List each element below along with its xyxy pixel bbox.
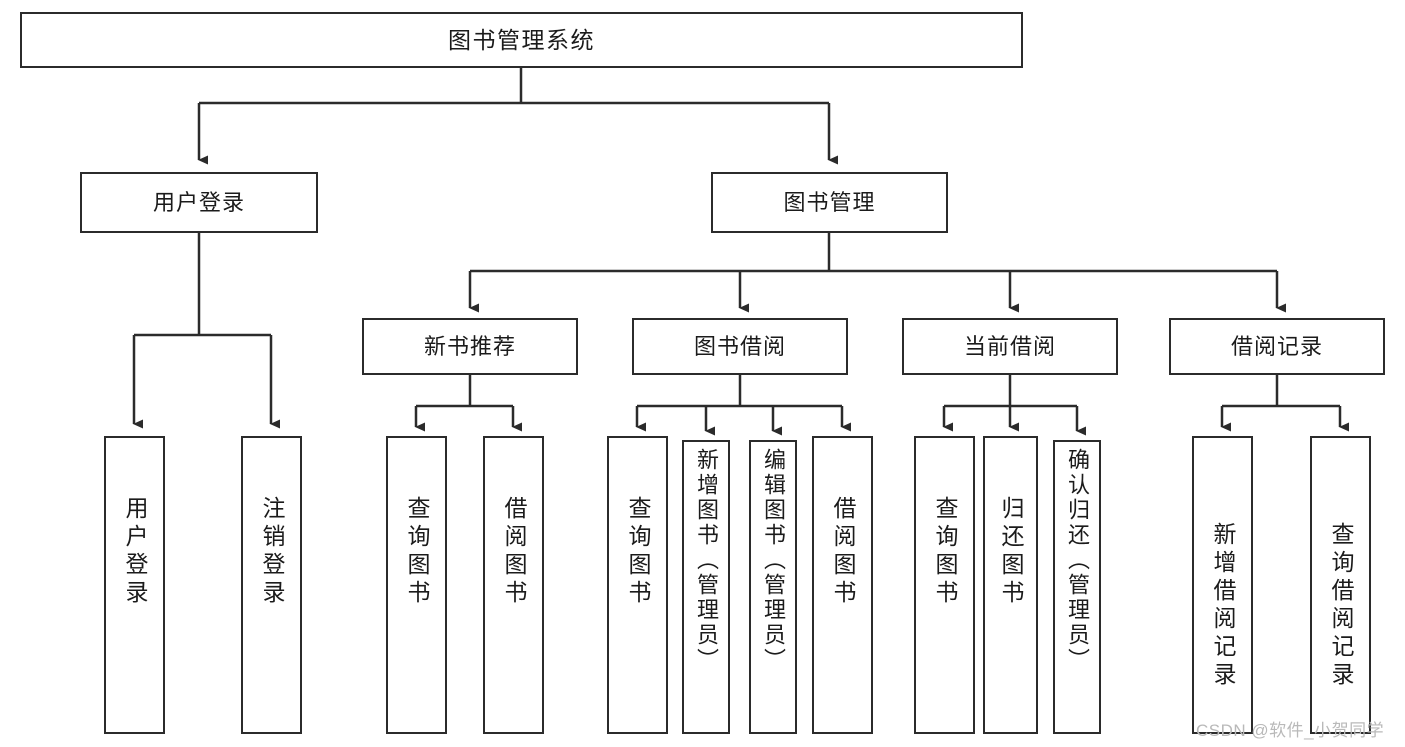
node-book-borrow[interactable]: 图书借阅 (632, 318, 848, 375)
node-label: 归还图书 (998, 496, 1024, 608)
node-label: 查询图书 (932, 496, 958, 608)
node-label: 查询借阅记录 (1328, 522, 1354, 690)
leaf-return-book[interactable]: 归还图书 (983, 436, 1038, 734)
node-book-management[interactable]: 图书管理 (711, 172, 948, 233)
node-label: 新增图书（管理员） (694, 448, 719, 673)
node-borrow-record[interactable]: 借阅记录 (1169, 318, 1385, 375)
node-user-login[interactable]: 用户登录 (80, 172, 318, 233)
leaf-logout[interactable]: 注销登录 (241, 436, 302, 734)
node-label: 新书推荐 (423, 333, 516, 359)
node-root-library-management-system[interactable]: 图书管理系统 (20, 12, 1023, 68)
leaf-add-book-admin[interactable]: 新增图书（管理员） (682, 440, 730, 734)
node-label: 借阅图书 (830, 496, 856, 608)
node-label: 借阅图书 (501, 496, 527, 608)
leaf-query-book-borrow[interactable]: 查询图书 (607, 436, 668, 734)
node-label: 图书管理系统 (448, 26, 595, 53)
node-current-borrow[interactable]: 当前借阅 (902, 318, 1118, 375)
node-label: 用户登录 (122, 496, 148, 608)
node-label: 编辑图书（管理员） (761, 448, 786, 673)
node-label: 图书借阅 (693, 333, 786, 359)
node-label: 借阅记录 (1230, 333, 1323, 359)
leaf-query-book-current[interactable]: 查询图书 (914, 436, 975, 734)
node-label: 查询图书 (404, 496, 430, 608)
node-label: 新增借阅记录 (1210, 522, 1236, 690)
leaf-query-borrow-record[interactable]: 查询借阅记录 (1310, 436, 1371, 734)
node-label: 图书管理 (783, 189, 876, 215)
leaf-confirm-return-admin[interactable]: 确认归还（管理员） (1053, 440, 1101, 734)
node-label: 用户登录 (152, 189, 245, 215)
watermark-text: CSDN @软件_小贺同学 (1196, 721, 1385, 740)
leaf-borrow-book-recommend[interactable]: 借阅图书 (483, 436, 544, 734)
leaf-borrow-book[interactable]: 借阅图书 (812, 436, 873, 734)
node-label: 查询图书 (625, 496, 651, 608)
node-label: 确认归还（管理员） (1065, 448, 1090, 673)
leaf-add-borrow-record[interactable]: 新增借阅记录 (1192, 436, 1253, 734)
leaf-edit-book-admin[interactable]: 编辑图书（管理员） (749, 440, 797, 734)
node-label: 注销登录 (259, 496, 285, 608)
leaf-user-login[interactable]: 用户登录 (104, 436, 165, 734)
node-label: 当前借阅 (963, 333, 1056, 359)
node-new-book-recommendation[interactable]: 新书推荐 (362, 318, 578, 375)
leaf-query-book-recommend[interactable]: 查询图书 (386, 436, 447, 734)
